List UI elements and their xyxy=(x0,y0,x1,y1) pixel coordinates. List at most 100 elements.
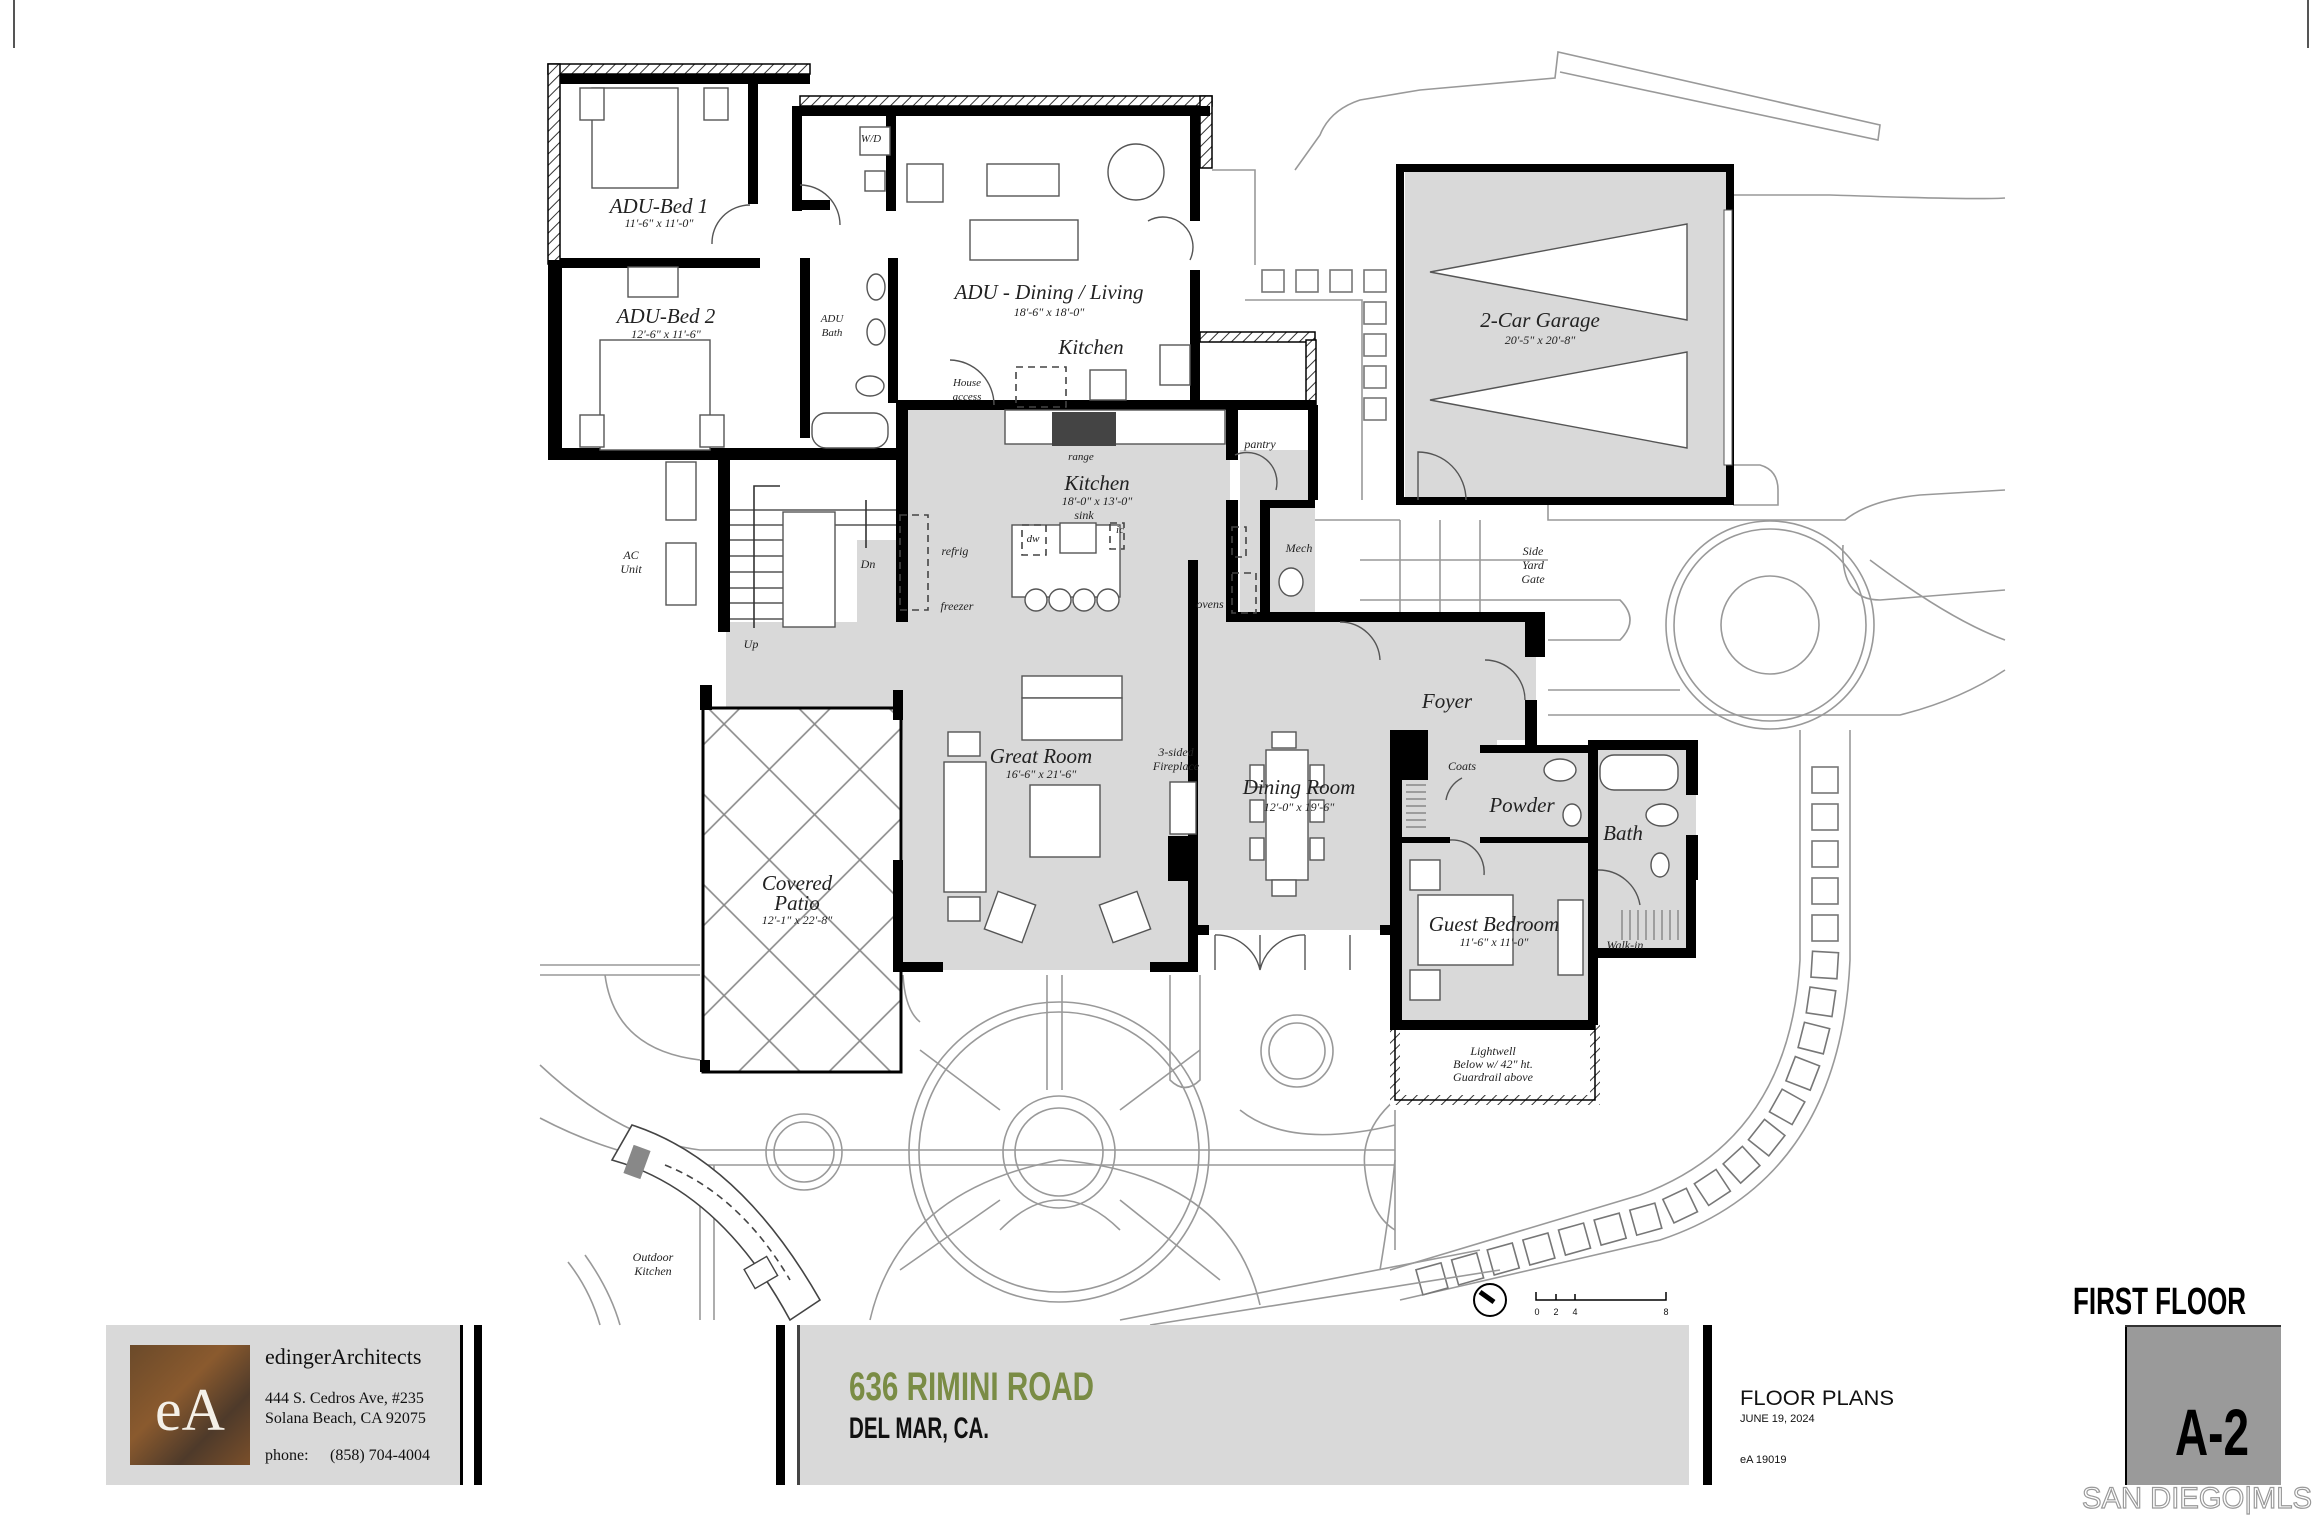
room-name-adu-bed-1: ADU-Bed 1 xyxy=(608,194,709,218)
sheet-title: FLOOR PLANS xyxy=(1740,1387,1894,1410)
room-dims-guest-bedroom: 11'-6" x 11'-0" xyxy=(1460,935,1530,949)
label-refrig: refrig xyxy=(942,544,969,558)
label-bath: Bath xyxy=(1603,821,1643,845)
room-name-covered-patio-2: Patio xyxy=(773,891,820,915)
paver-stone xyxy=(1693,1168,1732,1207)
label-lightwell-2: Below w/ 42" ht. xyxy=(1453,1057,1533,1071)
paver-stone xyxy=(1628,1202,1663,1237)
project-address: 636 RIMINI ROAD xyxy=(849,1365,1094,1409)
scale-tick-4: 4 xyxy=(1572,1307,1577,1317)
label-wd: W/D xyxy=(861,133,881,145)
room-name-adu-dining-living: ADU - Dining / Living xyxy=(953,280,1144,304)
paver-stone xyxy=(1486,1241,1521,1276)
firm-address-2: Solana Beach, CA 92075 xyxy=(265,1410,426,1427)
label-sink: sink xyxy=(1074,508,1094,522)
label-stair-up: Up xyxy=(744,637,759,651)
room-name-garage: 2-Car Garage xyxy=(1480,308,1600,332)
label-fireplace-1: 3-sided xyxy=(1157,745,1194,759)
paver-stone xyxy=(1747,1118,1787,1158)
label-pantry: pantry xyxy=(1243,437,1276,451)
job-number: eA 19019 xyxy=(1740,1454,1787,1466)
scale-tick-8: 8 xyxy=(1663,1307,1668,1317)
label-freezer: freezer xyxy=(941,599,974,613)
label-lightwell-1: Lightwell xyxy=(1469,1044,1516,1058)
label-stair-down: Dn xyxy=(860,557,876,571)
label-adu-bath-1: ADU xyxy=(820,313,845,325)
sheet-corner-marks xyxy=(13,0,2309,48)
paver-stone xyxy=(1811,914,1839,942)
label-ac-unit-2: Unit xyxy=(620,562,642,576)
phone-label: phone: xyxy=(265,1447,309,1464)
paver-stone xyxy=(1810,950,1840,980)
label-ovens: ovens xyxy=(1196,597,1224,611)
label-coats: Coats xyxy=(1448,759,1476,773)
room-dims-dining-room: 12'-0" x 19'-6" xyxy=(1264,800,1335,814)
garage-side-pavers xyxy=(1261,269,1387,421)
room-dims-kitchen: 18'-0" x 13'-0" xyxy=(1062,494,1133,508)
furniture xyxy=(579,87,1679,1001)
label-side-yard-gate-3: Gate xyxy=(1521,572,1545,586)
paver-stone xyxy=(1521,1232,1556,1267)
paver-stone xyxy=(1797,1021,1831,1055)
garage xyxy=(1396,164,1734,505)
room-dims-adu-dining-living: 18'-6" x 18'-0" xyxy=(1014,305,1085,319)
room-dims-adu-bed-2: 12'-6" x 11'-6" xyxy=(631,327,702,341)
project-city: DEL MAR, CA. xyxy=(849,1412,989,1445)
paver-stone xyxy=(1661,1187,1699,1224)
paver-stone xyxy=(1557,1222,1592,1257)
sheet-number: A-2 xyxy=(2175,1395,2249,1469)
label-mech: Mech xyxy=(1285,541,1313,555)
mls-watermark: SAN DIEGO|MLS xyxy=(2082,1482,2312,1515)
paver-stone xyxy=(1811,803,1839,831)
scale-bar: 0 2 4 8 xyxy=(1534,1292,1669,1317)
label-outdoor-kitchen-1: Outdoor xyxy=(633,1250,674,1264)
label-house-access-1: House xyxy=(952,377,981,389)
label-house-access-2: access xyxy=(953,391,982,403)
label-adu-kitchen: Kitchen xyxy=(1057,335,1123,359)
room-dims-garage: 20'-5" x 20'-8" xyxy=(1505,333,1576,347)
label-walk-in: Walk-in xyxy=(1607,938,1644,952)
site-landscape xyxy=(539,51,2006,1326)
title-block: eA edingerArchitects 444 S. Cedros Ave, … xyxy=(106,1281,2281,1485)
scale-tick-2: 2 xyxy=(1553,1307,1558,1317)
label-outdoor-kitchen-2: Kitchen xyxy=(633,1264,671,1278)
label-adu-bath-2: Bath xyxy=(822,327,843,339)
room-name-covered-patio: Covered xyxy=(762,871,833,895)
label-foyer: Foyer xyxy=(1421,689,1473,713)
label-side-yard-gate-1: Side xyxy=(1523,544,1544,558)
room-dims-covered-patio: 12'-1" x 22'-8" xyxy=(762,913,833,927)
label-ic: ic xyxy=(1116,524,1124,536)
label-range: range xyxy=(1068,451,1094,463)
room-name-guest-bedroom: Guest Bedroom xyxy=(1429,912,1559,936)
label-side-yard-gate-2: Yard xyxy=(1522,558,1545,572)
paver-stones xyxy=(1414,766,1840,1296)
walls xyxy=(548,74,1698,1072)
room-name-adu-bed-2: ADU-Bed 2 xyxy=(615,304,716,328)
paver-stone xyxy=(1593,1212,1628,1247)
paver-stone xyxy=(1805,986,1837,1018)
firm-name: edingerArchitects xyxy=(265,1344,421,1369)
firm-logo: eA xyxy=(130,1345,250,1465)
room-labels: ADU-Bed 1 11'-6" x 11'-0" ADU-Bed 2 12'-… xyxy=(608,133,1644,1278)
floor-title: FIRST FLOOR xyxy=(2073,1281,2246,1323)
label-lightwell-3: Guardrail above xyxy=(1453,1070,1534,1084)
firm-address-1: 444 S. Cedros Ave, #235 xyxy=(265,1390,424,1407)
paver-stone xyxy=(1784,1055,1821,1092)
paver-stone xyxy=(1811,877,1839,905)
label-ac-unit-1: AC xyxy=(622,548,639,562)
room-name-dining-room: Dining Room xyxy=(1242,775,1356,799)
paver-stone xyxy=(1811,840,1839,868)
room-name-great-room: Great Room xyxy=(990,744,1092,768)
paver-stone xyxy=(1450,1251,1485,1286)
phone-number: (858) 704-4004 xyxy=(330,1447,430,1464)
label-powder: Powder xyxy=(1488,793,1555,817)
scale-tick-0: 0 xyxy=(1534,1307,1539,1317)
covered-patio-floor xyxy=(701,706,903,1074)
firm-logo-text: eA xyxy=(155,1377,225,1443)
sheet-date: JUNE 19, 2024 xyxy=(1740,1413,1815,1425)
room-name-kitchen: Kitchen xyxy=(1063,471,1129,495)
paver-stone xyxy=(1768,1088,1806,1126)
label-fireplace-2: Fireplace xyxy=(1152,759,1200,773)
room-dims-great-room: 16'-6" x 21'-6" xyxy=(1006,767,1077,781)
